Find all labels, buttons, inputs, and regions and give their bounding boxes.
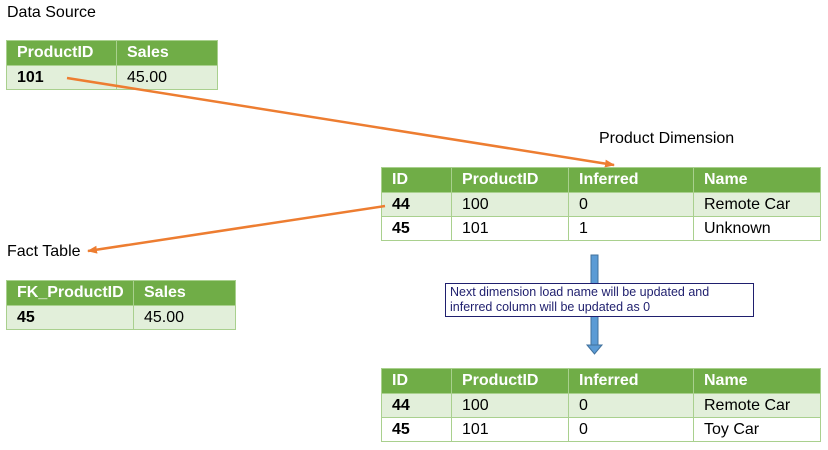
column-header: ID: [381, 167, 452, 193]
data-source-table: ProductID Sales 101 45.00: [6, 40, 218, 90]
column-header: ID: [381, 368, 452, 394]
product-dimension-title: Product Dimension: [599, 130, 735, 147]
table-cell: Toy Car: [693, 417, 821, 442]
table-cell: 101: [6, 65, 117, 90]
table-cell: 45.00: [133, 305, 236, 330]
table-row: 45 45.00: [6, 305, 236, 330]
fact-table: FK_ProductID Sales 45 45.00: [6, 280, 236, 330]
update-note: Next dimension load name will be updated…: [445, 283, 754, 317]
table-cell: 44: [381, 393, 452, 418]
table-cell: 100: [451, 393, 569, 418]
column-header: Sales: [133, 280, 236, 306]
table-cell: 0: [568, 192, 694, 217]
column-header: Inferred: [568, 368, 694, 394]
table-header-row: ProductID Sales: [6, 40, 218, 66]
table-cell: 45: [381, 216, 452, 241]
table-row: 45 101 0 Toy Car: [381, 417, 821, 442]
table-cell: Unknown: [693, 216, 821, 241]
data-source-title: Data Source: [7, 4, 96, 21]
product-dimension-table: ID ProductID Inferred Name 44 100 0 Remo…: [381, 167, 821, 241]
column-header: Inferred: [568, 167, 694, 193]
table-cell: 45: [6, 305, 134, 330]
table-cell: 44: [381, 192, 452, 217]
table-cell: 45.00: [116, 65, 218, 90]
updated-dimension-table: ID ProductID Inferred Name 44 100 0 Remo…: [381, 368, 821, 442]
table-cell: 45: [381, 417, 452, 442]
table-row: 44 100 0 Remote Car: [381, 192, 821, 217]
table-cell: Remote Car: [693, 192, 821, 217]
table-cell: 1: [568, 216, 694, 241]
table-cell: 100: [451, 192, 569, 217]
table-cell: 101: [451, 417, 569, 442]
column-header: Sales: [116, 40, 218, 66]
fact-table-title: Fact Table: [7, 243, 81, 260]
table-cell: 101: [451, 216, 569, 241]
dimension-to-fact-arrow: [87, 204, 386, 254]
column-header: ProductID: [451, 167, 569, 193]
column-header: ProductID: [451, 368, 569, 394]
table-row: 101 45.00: [6, 65, 218, 90]
column-header: FK_ProductID: [6, 280, 134, 306]
table-cell: 0: [568, 393, 694, 418]
source-to-dimension-arrow: [66, 76, 615, 168]
table-header-row: FK_ProductID Sales: [6, 280, 236, 306]
table-row: 45 101 1 Unknown: [381, 216, 821, 241]
table-cell: 0: [568, 417, 694, 442]
